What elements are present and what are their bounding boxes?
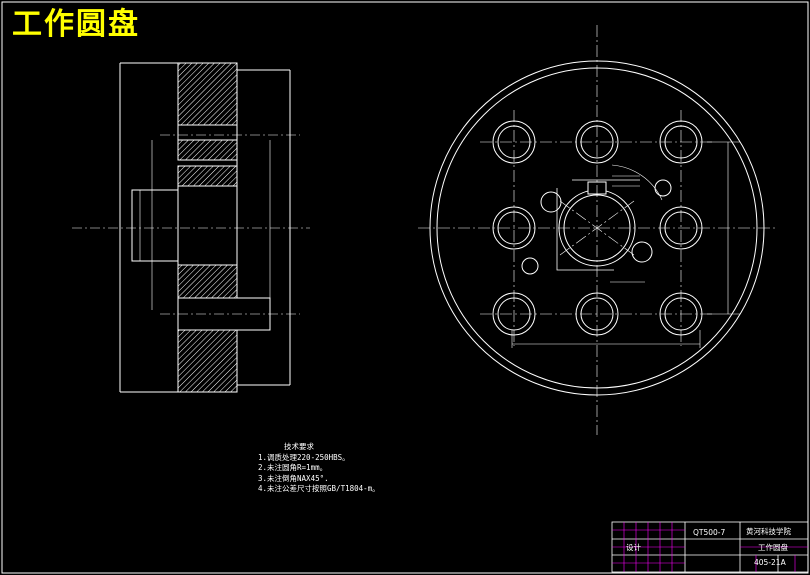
requirement-item: 2.未注圆角R=1mm。 — [258, 463, 328, 472]
pin-hole — [540, 191, 562, 213]
drawing-title: 工作圆盘 — [12, 7, 140, 42]
drawing-number-label: 405-21A — [754, 558, 786, 567]
requirement-item: 3.未注倒角NAX45°. — [258, 473, 329, 483]
section-body-mid-3 — [177, 264, 238, 299]
requirement-item: 1.调质处理220-250HBS。 — [258, 452, 350, 462]
title-block-grid — [612, 522, 808, 572]
pin-hole — [654, 179, 672, 197]
section-body-upper — [177, 62, 238, 126]
requirement-item: 4.未注公差尺寸按照GB/T1804-m。 — [258, 484, 380, 493]
technical-requirements: 技术要求 1.调质处理220-250HBS。 2.未注圆角R=1mm。 3.未注… — [258, 442, 380, 495]
designer-label: 设计 — [626, 543, 641, 552]
section-view — [119, 62, 291, 393]
technical-requirements-header: 技术要求 — [284, 442, 314, 451]
section-body-mid-2 — [177, 165, 238, 187]
front-center-lines — [418, 25, 778, 435]
section-center-lines — [72, 134, 310, 315]
pin-hole — [631, 241, 653, 263]
section-body-mid-1 — [177, 139, 238, 161]
school-label: 黄河科技学院 — [746, 527, 791, 536]
section-bore — [177, 185, 238, 266]
part-name-label: 工作圆盘 — [758, 543, 788, 552]
section-body-lower — [177, 329, 238, 393]
material-label: QT500-7 — [693, 528, 726, 537]
pin-hole — [521, 257, 539, 275]
